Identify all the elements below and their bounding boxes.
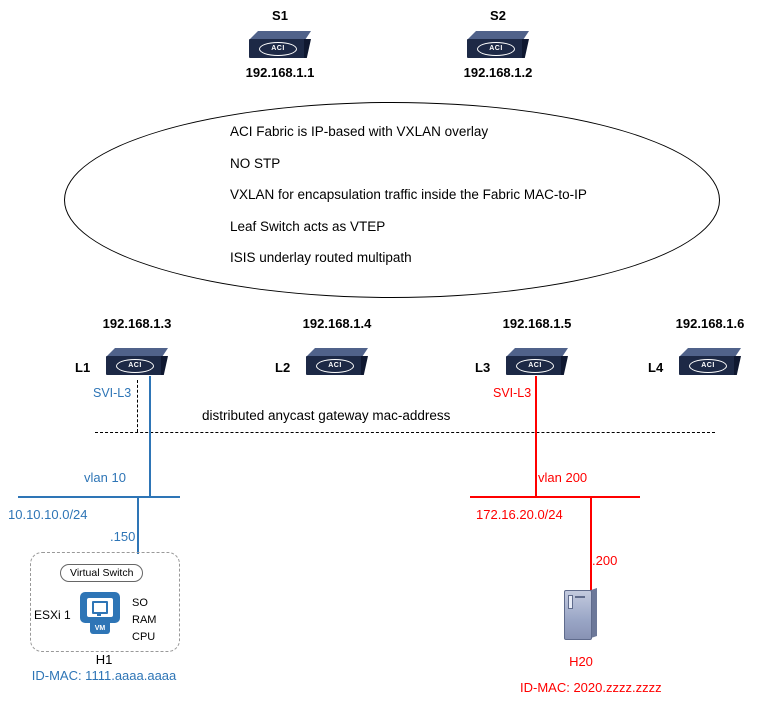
fabric-note: Leaf Switch acts as VTEP [230,218,386,234]
spine-label: S1 [272,8,288,23]
leaf-node-l2: 192.168.1.4 L2 ACI [275,316,397,412]
h1-ip-label: .150 [110,529,136,544]
svi-label-l3: SVI-L3 [493,386,532,400]
spine-node-s1: S1 ACI 192.168.1.1 [225,8,335,80]
aci-badge: ACI [516,359,554,373]
vm-badge: VM [90,623,110,634]
aci-switch-icon: ACI [306,348,368,375]
leaf-ip: 192.168.1.5 [502,316,572,331]
aci-switch-icon: ACI [467,31,529,58]
aci-switch-icon: ACI [679,348,741,375]
leaf-label: L4 [648,360,664,375]
fabric-note: ISIS underlay routed multipath [230,250,412,265]
leaf-ip: 192.168.1.3 [102,316,172,331]
subnet172-label: 172.16.20.0/24 [476,507,563,522]
h1-host-label: H1 [95,652,113,667]
leaf-label: L1 [75,360,91,375]
h20-ip-label: .200 [592,553,618,568]
vlan200-label: vlan 200 [538,470,588,485]
fabric-note: ACI Fabric is IP-based with VXLAN overla… [230,124,489,139]
aci-switch-icon: ACI [249,31,311,58]
l1-fabric-link [137,380,138,432]
resource-so: SO [132,597,148,609]
leaf-label: L3 [475,360,491,375]
h20-drop-link [590,497,592,591]
esxi-host-box [30,552,180,652]
fabric-note: NO STP [230,155,281,171]
resource-cpu: CPU [132,631,156,643]
server-icon [564,588,598,640]
spine-node-s2: S2 ACI 192.168.1.2 [443,8,553,80]
h1-drop-link [137,497,139,554]
leaf-label: L2 [275,360,291,375]
anycast-gateway-label: distributed anycast gateway mac-address [202,408,451,423]
fabric-ellipse: ACI Fabric is IP-based with VXLAN overla… [64,102,720,298]
leaf-node-l1: 192.168.1.3 L1 ACI SVI-L3 [75,316,197,412]
vm-host-icon: VM [80,592,120,636]
virtual-switch-box: Virtual Switch [60,564,144,582]
h1-mac-label: ID-MAC: 1111.aaaa.aaaa [31,668,177,683]
l1-svi-link [149,376,151,497]
vm-resources: SO RAM CPU [132,595,156,646]
leaf-node-l4: 192.168.1.6 L4 ACI [648,316,764,412]
resource-ram: RAM [132,614,157,626]
h20-mac-label: ID-MAC: 2020.zzzz.zzzz [520,680,662,695]
vlan10-label: vlan 10 [84,470,126,485]
fabric-notes: ACI Fabric is IP-based with VXLAN overla… [230,116,587,274]
vlan200-segment [470,496,640,498]
vlan10-segment [18,496,180,498]
aci-switch-icon: ACI [106,348,168,375]
leaf-ip: 192.168.1.6 [675,316,745,331]
l3-svi-link [535,376,537,497]
aci-badge: ACI [116,359,154,373]
spine-ip: 192.168.1.1 [245,65,315,80]
aci-badge: ACI [259,42,297,56]
aci-badge: ACI [316,359,354,373]
aci-badge: ACI [477,42,515,56]
fabric-note: VXLAN for encapsulation traffic inside t… [230,187,587,202]
svi-label-l1: SVI-L3 [93,386,132,400]
esxi-label: ESXi 1 [34,608,71,622]
h20-host-label: H20 [569,654,593,669]
aci-switch-icon: ACI [506,348,568,375]
aci-badge: ACI [689,359,727,373]
spine-ip: 192.168.1.2 [463,65,533,80]
leaf-node-l3: 192.168.1.5 L3 ACI SVI-L3 [475,316,597,412]
anycast-gateway-rail [95,432,715,433]
subnet10-label: 10.10.10.0/24 [8,507,88,522]
spine-label: S2 [490,8,506,23]
leaf-ip: 192.168.1.4 [302,316,372,331]
